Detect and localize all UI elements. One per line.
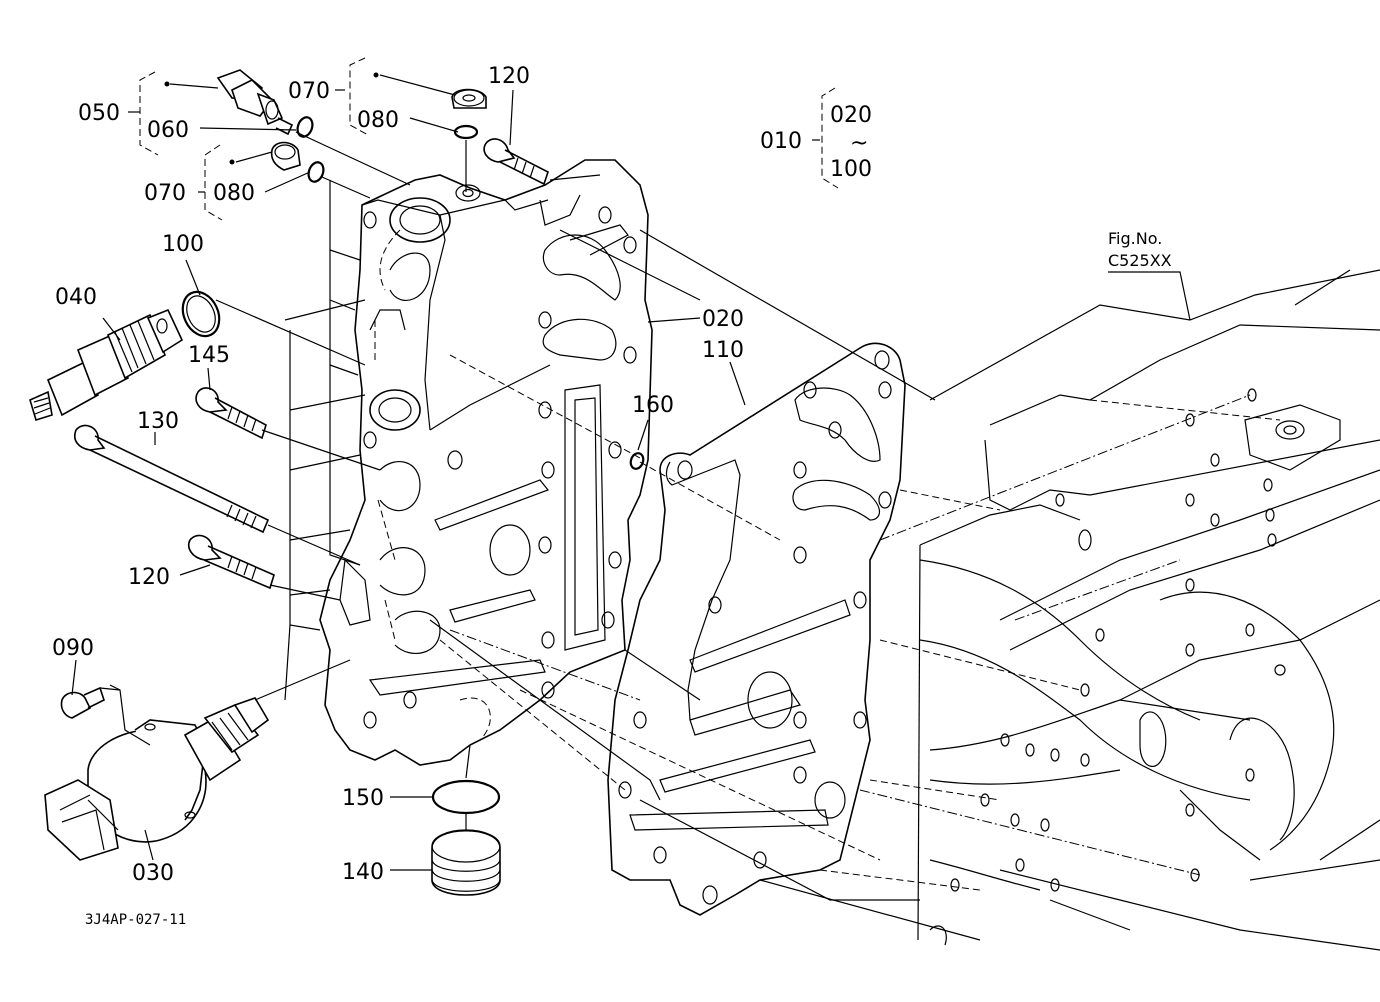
label-145: 145 xyxy=(188,343,230,368)
label-140: 140 xyxy=(342,860,384,885)
label-range-tilde: ~ xyxy=(850,131,868,156)
housing-holes xyxy=(950,388,1286,892)
o-ring-060 xyxy=(296,116,314,138)
bolt-130 xyxy=(74,424,270,534)
o-ring-080-lower xyxy=(307,161,325,183)
label-100: 100 xyxy=(162,232,204,257)
separator-plate-110 xyxy=(607,342,906,916)
relief-valve-040 xyxy=(29,308,184,422)
part-labels: 050 060 070 080 070 080 120 010 020 ~ 10… xyxy=(52,64,872,886)
pressure-switch-050 xyxy=(216,69,294,136)
label-160: 160 xyxy=(632,393,674,418)
label-010: 010 xyxy=(760,129,802,154)
label-050: 050 xyxy=(78,101,120,126)
label-120-upper: 120 xyxy=(488,64,530,89)
plug-070-lower xyxy=(270,141,301,171)
label-150: 150 xyxy=(342,786,384,811)
label-130: 130 xyxy=(137,409,179,434)
valve-body-020 xyxy=(319,159,653,766)
bolt-120-upper xyxy=(483,138,549,186)
o-ring-160 xyxy=(629,452,645,470)
o-ring-080-upper xyxy=(453,124,479,140)
drawing-code: 3J4AP-027-11 xyxy=(85,912,186,928)
label-040: 040 xyxy=(55,285,97,310)
label-090: 090 xyxy=(52,636,94,661)
bolt-090 xyxy=(60,686,105,719)
assembly-lines xyxy=(71,89,1251,941)
bolt-120-lower xyxy=(188,534,275,590)
transmission-housing xyxy=(917,269,1380,951)
figure-ref-title: Fig.No. xyxy=(1108,229,1162,248)
label-020-range-start: 020 xyxy=(830,103,872,128)
o-ring-100 xyxy=(181,290,221,338)
bolt-145 xyxy=(195,387,267,440)
label-060: 060 xyxy=(147,118,189,143)
plug-140 xyxy=(431,829,501,896)
label-100-range-end: 100 xyxy=(830,157,872,182)
solenoid-valve-030 xyxy=(44,697,270,861)
label-080-upper: 080 xyxy=(357,108,399,133)
label-070-lower: 070 xyxy=(144,181,186,206)
label-110: 110 xyxy=(702,338,744,363)
o-ring-150 xyxy=(431,779,501,815)
label-030: 030 xyxy=(132,861,174,886)
label-070-upper: 070 xyxy=(288,79,330,104)
label-080-lower: 080 xyxy=(213,181,255,206)
label-120-lower: 120 xyxy=(128,565,170,590)
label-020: 020 xyxy=(702,307,744,332)
figure-ref-code: C525XX xyxy=(1108,251,1172,270)
plug-070-upper xyxy=(451,88,487,109)
group-brackets xyxy=(139,57,839,221)
